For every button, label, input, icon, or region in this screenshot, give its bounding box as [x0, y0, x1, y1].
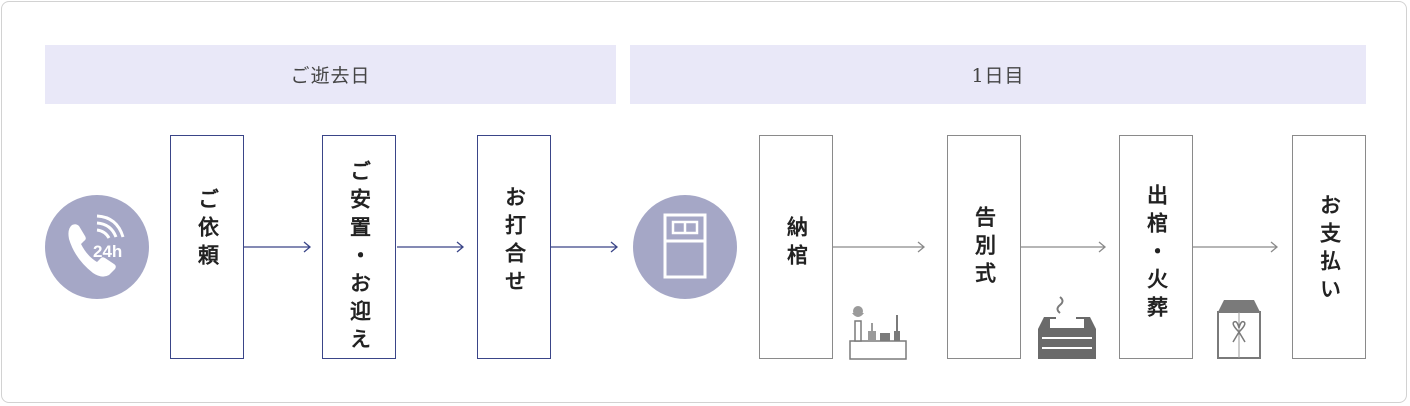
step-label: 納棺 — [784, 216, 809, 272]
step-label: お支払い — [1317, 194, 1342, 306]
step-box-funeral: 告別式 — [947, 135, 1021, 359]
altar-icon — [849, 306, 907, 360]
phase-header-day-one: 1日目 — [630, 45, 1366, 104]
arrow-icon — [1193, 241, 1279, 253]
step-box-meeting: お打合せ — [477, 135, 551, 359]
step-box-request: ご依頼 — [170, 135, 244, 359]
step-label: ご依頼 — [195, 188, 220, 272]
arrow-icon — [1021, 241, 1107, 253]
step-box-payment: お支払い — [1292, 135, 1366, 359]
step-label: お打合せ — [502, 186, 527, 298]
step-box-cremation: 出棺・火葬 — [1119, 135, 1193, 359]
phase-label: 1日目 — [971, 65, 1025, 87]
arrow-icon — [397, 241, 465, 253]
step-box-pickup: ご安置・お迎え — [322, 135, 396, 359]
phone-24h-icon: 24h — [68, 214, 125, 277]
incense-burner-icon — [1038, 296, 1096, 359]
bed-circle — [633, 195, 737, 299]
24h-label: 24h — [93, 242, 122, 261]
step-label: ご安置・お迎え — [347, 160, 372, 356]
arrow-icon — [244, 241, 312, 253]
bed-icon — [663, 213, 707, 279]
step-label: 告別式 — [972, 206, 997, 290]
arrow-icon — [833, 241, 926, 253]
arrow-icon — [551, 241, 619, 253]
step-box-encoffining: 納棺 — [759, 135, 833, 359]
gift-bag-icon — [1217, 300, 1261, 359]
phase-header-day-of-passing: ご逝去日 — [45, 45, 616, 104]
step-label: 出棺・火葬 — [1144, 184, 1169, 324]
phone-circle: 24h — [45, 195, 149, 299]
phase-label: ご逝去日 — [290, 65, 371, 87]
